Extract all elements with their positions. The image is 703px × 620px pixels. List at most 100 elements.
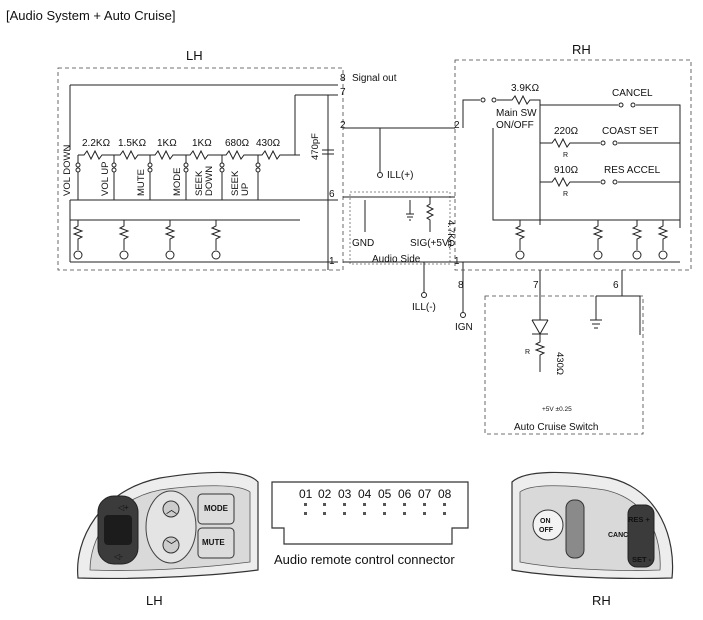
mute-button-label: MUTE bbox=[202, 538, 225, 547]
volume-up-icon: ◁+ bbox=[118, 503, 129, 512]
audio-side-wires bbox=[343, 127, 455, 263]
audio-side-box bbox=[349, 191, 451, 265]
seek-down-button[interactable] bbox=[162, 536, 180, 554]
coast-resistor-value: 220Ω bbox=[554, 126, 579, 137]
lh-panel-label: LH bbox=[146, 593, 163, 608]
pullup-value: 4.7KΩ bbox=[445, 220, 456, 247]
rh-illumination-leds bbox=[455, 128, 680, 263]
rh-panel-label: RH bbox=[592, 593, 611, 608]
main-sw-label-2: ON/OFF bbox=[496, 120, 534, 131]
res-resistor-value: 910Ω bbox=[554, 165, 579, 176]
pin-06: 06 bbox=[398, 487, 412, 501]
cruise-switch-label: Auto Cruise Switch bbox=[514, 422, 598, 433]
ill-minus-terminal bbox=[421, 292, 427, 298]
mode-button-label: MODE bbox=[204, 504, 229, 513]
r3-value: 1KΩ bbox=[157, 138, 177, 149]
rh-pin-8: 8 bbox=[458, 280, 464, 291]
lh-pin-2: 2 bbox=[340, 120, 346, 131]
coast-r-mark: R bbox=[563, 152, 568, 159]
chevron-up-icon: ︿ bbox=[166, 504, 177, 516]
resistor-ladder bbox=[78, 149, 300, 161]
seek-up-button[interactable] bbox=[162, 500, 180, 518]
r1-value: 2.2KΩ bbox=[82, 138, 111, 149]
mute-label: MUTE bbox=[136, 169, 147, 196]
signal-out-label: Signal out bbox=[352, 73, 397, 84]
vol-down-label: VOL DOWN bbox=[62, 144, 73, 196]
rh-pin-7: 7 bbox=[533, 280, 539, 291]
lh-pin-7: 7 bbox=[340, 87, 346, 98]
mute-button[interactable] bbox=[197, 527, 235, 559]
main-sw-label: Main SW bbox=[496, 108, 537, 119]
auto-cruise-box bbox=[484, 295, 644, 435]
r2-value: 1.5KΩ bbox=[118, 138, 147, 149]
rh-pin-6: 6 bbox=[613, 280, 619, 291]
rh-label: RH bbox=[572, 42, 591, 57]
off-label: OFF bbox=[539, 527, 554, 534]
r6-value: 430Ω bbox=[256, 138, 281, 149]
audio-side-label: Audio Side bbox=[372, 254, 421, 265]
vol-up-label: VOL UP bbox=[100, 162, 111, 197]
rh-pin-2: 2 bbox=[454, 120, 460, 131]
seek-up-label-1: SEEK bbox=[230, 170, 241, 196]
cruise-note: +5V ±0.25 bbox=[542, 406, 572, 413]
ill-minus-label: ILL(-) bbox=[412, 302, 436, 313]
pin-05: 05 bbox=[378, 487, 392, 501]
cancel-button-label: CANCEL bbox=[608, 532, 638, 539]
capacitor bbox=[322, 149, 334, 155]
volume-down-icon: ◁- bbox=[114, 552, 123, 561]
pin-03: 03 bbox=[338, 487, 352, 501]
rh-box bbox=[454, 59, 692, 271]
coast-set-label: COAST SET bbox=[602, 126, 659, 137]
lh-switches bbox=[75, 155, 261, 200]
cancel-lever[interactable] bbox=[565, 499, 585, 559]
cruise-switch-wires bbox=[531, 270, 641, 372]
seek-down-label-2: DOWN bbox=[204, 166, 215, 196]
on-label: ON bbox=[540, 518, 551, 525]
main-switch-wire bbox=[462, 94, 541, 225]
lh-switch-panel: ◁+ ◁- ︿ ﹀ MODE MUTE bbox=[77, 471, 259, 580]
r5-value: 680Ω bbox=[225, 138, 250, 149]
res-set-rocker[interactable] bbox=[627, 504, 655, 568]
res-accel-wire bbox=[540, 176, 680, 188]
ill-plus-label: ILL(+) bbox=[387, 170, 413, 181]
pin-07: 07 bbox=[418, 487, 432, 501]
rh-switch-panel: ON OFF CANCEL RES + SET - bbox=[511, 471, 674, 580]
lh-illumination-leds bbox=[70, 219, 300, 260]
seek-down-label-1: SEEK bbox=[194, 170, 205, 196]
ign-label: IGN bbox=[455, 322, 473, 333]
diagram-title: [Audio System + Auto Cruise] bbox=[6, 8, 175, 23]
lh-pin-8: 8 bbox=[340, 73, 346, 84]
pin-01: 01 bbox=[299, 487, 313, 501]
mode-button[interactable] bbox=[197, 493, 235, 525]
res-accel-label: RES ACCEL bbox=[604, 165, 661, 176]
ign-terminal bbox=[460, 312, 466, 318]
sig-pullup-resistor bbox=[425, 197, 435, 228]
audio-terminal-wires bbox=[364, 200, 431, 232]
lh-pin7-wire bbox=[294, 94, 338, 155]
chevron-down-icon: ﹀ bbox=[166, 539, 177, 552]
pin-08: 08 bbox=[438, 487, 452, 501]
cruise-r-mark: R bbox=[525, 349, 530, 356]
lh-pin-6: 6 bbox=[329, 189, 335, 200]
lh-volume-wheel[interactable] bbox=[104, 515, 132, 545]
cruise-on-off-button[interactable] bbox=[532, 509, 564, 541]
cruise-resistor-value: 430Ω bbox=[554, 352, 565, 375]
ill-plus-terminal bbox=[377, 172, 383, 178]
audio-connector: 01 02 03 04 05 06 07 08 bbox=[271, 481, 469, 545]
main-resistor-value: 3.9KΩ bbox=[511, 83, 540, 94]
lh-label: LH bbox=[186, 48, 203, 63]
capacitor-value: 470pF bbox=[310, 133, 321, 160]
pin-02: 02 bbox=[318, 487, 332, 501]
gnd-label: GND bbox=[352, 238, 374, 249]
pin-04: 04 bbox=[358, 487, 372, 501]
coast-set-wire bbox=[540, 137, 680, 149]
r4-value: 1KΩ bbox=[192, 138, 212, 149]
set-label: SET - bbox=[632, 555, 652, 564]
cancel-wire bbox=[540, 104, 681, 228]
res-label: RES + bbox=[628, 515, 651, 524]
cancel-label: CANCEL bbox=[612, 88, 653, 99]
audio-ground-symbol bbox=[406, 200, 414, 221]
lh-box bbox=[57, 67, 344, 271]
